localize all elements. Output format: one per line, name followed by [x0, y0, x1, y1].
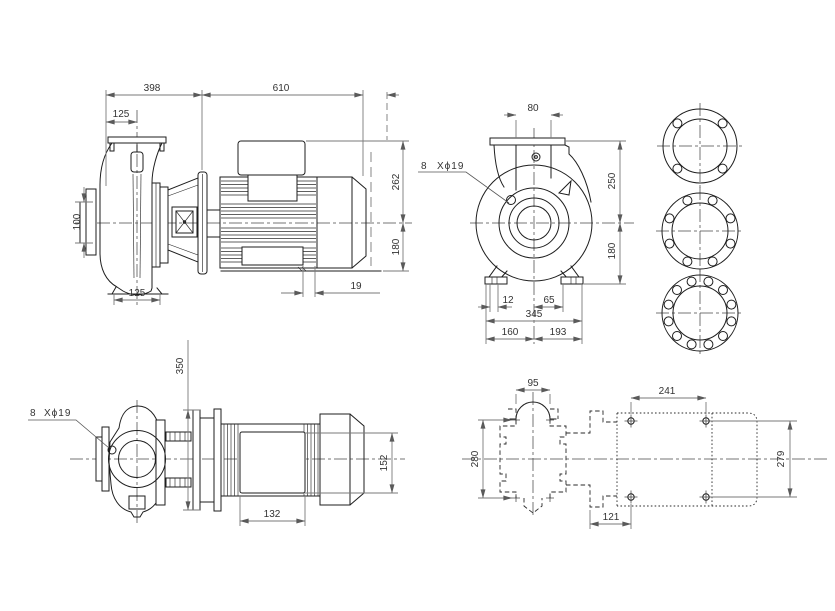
centerlines: [462, 392, 828, 516]
dim-plan-port-od: 95: [527, 378, 539, 389]
dim-side-height-below: 180: [391, 238, 402, 255]
dim-front-axis-right: 193: [550, 327, 567, 338]
dim-front-height-below: 180: [607, 242, 618, 259]
motor-outline: [220, 413, 365, 506]
pump-foot-marks: [512, 416, 554, 502]
dim-top-flange-height: 350: [175, 357, 186, 374]
dim-side-foot-width: 125: [129, 288, 146, 299]
motor-foot-block: [241, 246, 304, 266]
centerlines: [470, 128, 634, 344]
volute-outline: [475, 137, 593, 285]
pump-footprint: [499, 401, 567, 514]
bolt-spec-label: Xϕ19: [437, 161, 464, 172]
dim-plan-width-rear: 279: [776, 450, 787, 467]
dim-front-slot-offset: 12: [502, 295, 514, 306]
vent-screw: [531, 152, 541, 162]
foundation-bolt-markers: [624, 414, 713, 504]
flange-8-hole: [656, 187, 744, 275]
dim-side-suction-face: 100: [72, 213, 83, 230]
bolt-spec-label: Xϕ19: [44, 408, 71, 419]
dim-front-foot-offset: 65: [543, 295, 555, 306]
footprint-view: 95 241 280 279 121: [462, 378, 828, 529]
top-view: 8 Xϕ19 350 152 132: [28, 340, 405, 526]
footprint-dimensions: 95 241 280 279 121: [470, 378, 797, 529]
bolt-callout: 8 Xϕ19: [28, 408, 110, 449]
bolt-count-label: 8: [30, 408, 36, 419]
dim-top-box-length: 132: [264, 509, 281, 520]
flange-12-hole: [656, 269, 744, 357]
side-view: 398 610 125 100 262 180 125: [72, 83, 412, 308]
dim-side-base-slot: 19: [350, 281, 362, 292]
dim-front-axis-left: 160: [502, 327, 519, 338]
terminal-box-neck: [247, 174, 298, 202]
centerlines: [70, 400, 405, 525]
dim-front-port-bore: 80: [527, 103, 539, 114]
front-dimensions: 80 250 180 12 65 345: [478, 103, 626, 344]
pump-outline: [95, 405, 222, 518]
flange-views: [656, 103, 744, 357]
front-view: 8 Xϕ19 80 250 180 12: [418, 103, 634, 344]
side-dimensions: 398 610 125 100 262 180 125: [72, 83, 409, 305]
dim-plan-bolt-pitch: 241: [659, 386, 676, 397]
motor-outline: [219, 140, 382, 272]
dim-side-flange-to-axis: 125: [113, 109, 130, 120]
coupling-guard: [171, 206, 198, 238]
bolt-callout: 8 Xϕ19: [418, 161, 510, 204]
motor-footprint: [566, 410, 758, 508]
terminal-box: [237, 140, 306, 176]
dim-front-height-above: 250: [607, 172, 618, 189]
dim-side-motor-length: 610: [273, 83, 290, 94]
flange-bolt-hole: [506, 195, 516, 205]
dim-top-box-width: 152: [379, 454, 390, 471]
dim-side-height-above: 262: [391, 173, 402, 190]
bolt-count-label: 8: [421, 161, 427, 172]
flange-bolt-hole: [107, 445, 117, 455]
dim-plan-bolt-offset: 121: [603, 512, 620, 523]
dim-side-pump-length: 398: [144, 83, 161, 94]
top-dimensions: 350 152 132: [175, 340, 398, 526]
flange-4-hole: [657, 103, 743, 189]
direction-arrow: [557, 179, 572, 196]
dim-plan-width-front: 280: [470, 450, 481, 467]
dim-front-feet-span: 345: [526, 309, 543, 320]
terminal-box: [239, 431, 306, 494]
pump-outline: [79, 136, 221, 296]
